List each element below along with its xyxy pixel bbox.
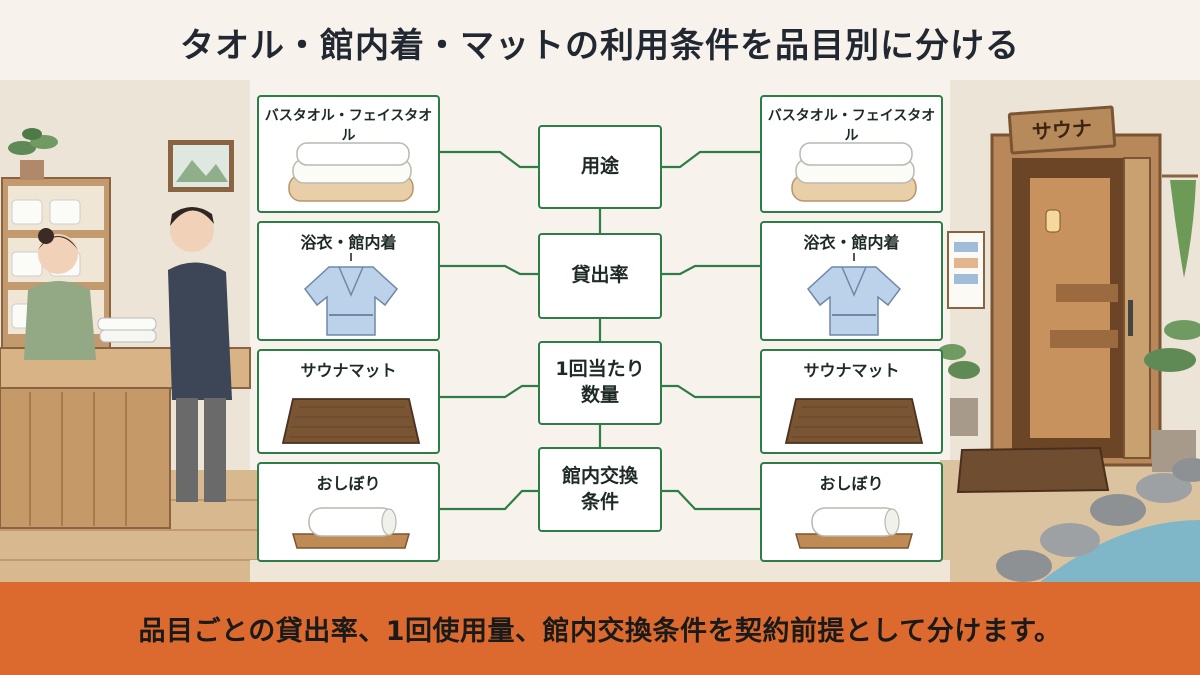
robe-icon bbox=[806, 253, 902, 336]
oshibori-icon bbox=[795, 507, 913, 549]
item-card-oshibori-left: おしぼり bbox=[257, 462, 440, 562]
towel-stack-icon bbox=[791, 142, 917, 202]
summary-banner: 品目ごとの貸出率、1回使用量、館内交換条件を契約前提として分けます。 bbox=[0, 582, 1200, 675]
item-label: サウナマット bbox=[803, 361, 900, 380]
item-card-mat-left: サウナマット bbox=[257, 349, 440, 454]
item-label: 浴衣・館内着 bbox=[803, 233, 900, 252]
item-label: おしぼり bbox=[316, 474, 381, 493]
hanging-whisk bbox=[1162, 174, 1198, 278]
item-card-mat-right: サウナマット bbox=[760, 349, 943, 454]
center-node-usage: 用途 bbox=[538, 125, 662, 209]
item-card-oshibori-right: おしぼり bbox=[760, 462, 943, 562]
center-node-quantity-per-use: 1回当たり 数量 bbox=[538, 341, 662, 425]
item-label: バスタオル・フェイスタオル bbox=[264, 108, 433, 144]
plant-illustration bbox=[8, 128, 58, 180]
summary-banner-text: 品目ごとの貸出率、1回使用量、館内交換条件を契約前提として分けます。 bbox=[138, 616, 1062, 647]
page-title: タオル・館内着・マットの利用条件を品目別に分ける bbox=[180, 26, 1020, 66]
item-label: おしぼり bbox=[819, 474, 884, 493]
item-label: 浴衣・館内着 bbox=[300, 233, 397, 252]
staff-person bbox=[24, 228, 96, 360]
sauna-sign: サウナ bbox=[1007, 105, 1117, 155]
item-card-robe-left: 浴衣・館内着 bbox=[257, 221, 440, 341]
center-node-rental-rate: 貸出率 bbox=[538, 233, 662, 319]
center-node-exchange-conditions: 館内交換 条件 bbox=[538, 447, 662, 532]
item-card-towels-right: バスタオル・フェイスタオル bbox=[760, 95, 943, 213]
sauna-mat-icon bbox=[784, 398, 924, 444]
item-label: バスタオル・フェイスタオル bbox=[767, 108, 936, 144]
robe-icon bbox=[303, 253, 399, 336]
item-label: サウナマット bbox=[300, 361, 397, 380]
oshibori-icon bbox=[292, 507, 410, 549]
reception-counter bbox=[0, 347, 251, 529]
bath-stones bbox=[996, 458, 1200, 582]
sauna-door bbox=[990, 133, 1162, 467]
customer-person bbox=[168, 207, 232, 502]
item-card-robe-right: 浴衣・館内着 bbox=[760, 221, 943, 341]
item-card-towels-left: バスタオル・フェイスタオル bbox=[257, 95, 440, 213]
sauna-mat-icon bbox=[281, 398, 421, 444]
towel-stack-icon bbox=[288, 142, 414, 202]
